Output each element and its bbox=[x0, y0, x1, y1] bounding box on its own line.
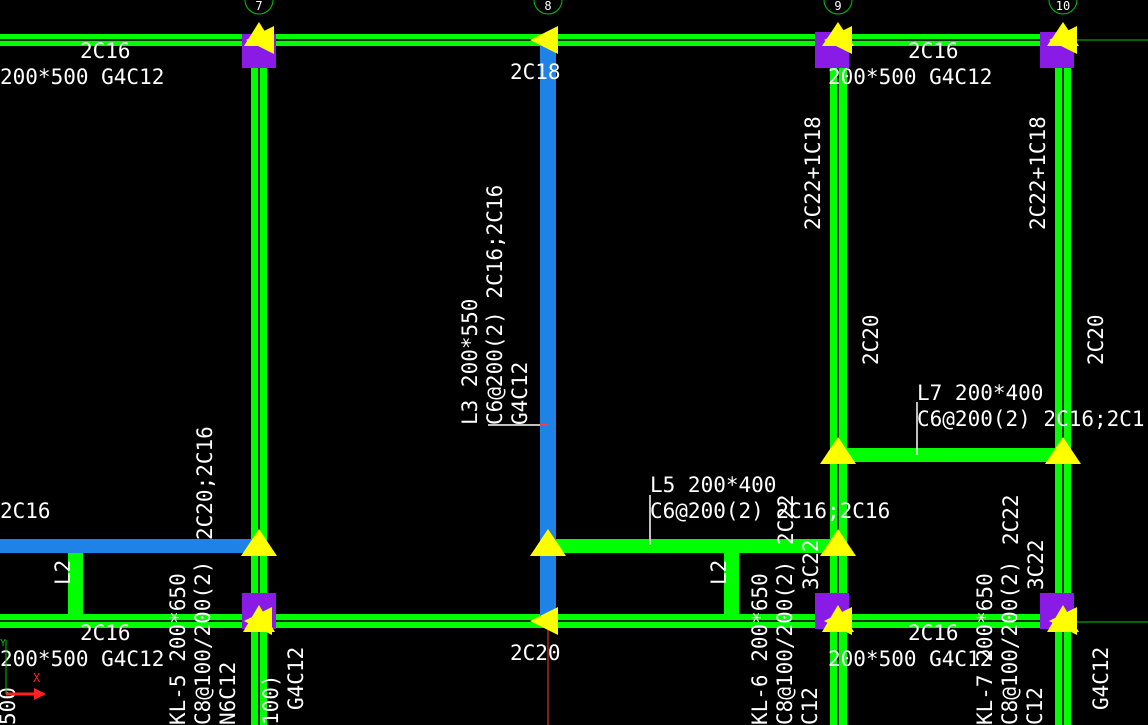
support-marker-icon bbox=[530, 26, 558, 54]
text-axis9-bottom-rebar: 2C16 bbox=[908, 621, 959, 645]
ucs-x-label: X bbox=[33, 671, 41, 685]
support-marker-icon bbox=[820, 529, 856, 556]
axis-bubble-10[interactable] bbox=[1048, 0, 1078, 15]
text-kl5-stirrup: C8@100/200(2) bbox=[191, 561, 215, 725]
text-l2-left: L2 bbox=[51, 560, 75, 585]
support-marker-icon bbox=[241, 529, 277, 556]
support-marker-icon bbox=[824, 607, 852, 635]
text-axis9-bottom-section: 200*500 G4C12 bbox=[828, 647, 992, 671]
beam-l7[interactable] bbox=[840, 448, 1062, 462]
axis-label-7: 7 bbox=[255, 0, 262, 13]
text-bottom-left-rebar: 2C16 bbox=[80, 621, 131, 645]
text-axis10-mid-rebar: 2C20 bbox=[1084, 314, 1108, 365]
text-axis8-top-rebar: 2C18 bbox=[510, 60, 561, 84]
axis-label-10: 10 bbox=[1056, 0, 1070, 13]
text-axis10-top2c22: 2C22 bbox=[999, 494, 1023, 545]
text-kl7: KL-7 200*650 bbox=[973, 573, 997, 725]
text-axis8-bottom-rebar: 2C20 bbox=[510, 641, 561, 665]
axis-bubble-8[interactable] bbox=[533, 0, 563, 15]
vertical-annotations: 2C22+1C18 2C22+1C18 2C20 2C20 L3 200*550… bbox=[0, 116, 1113, 725]
text-left-mid-rebar: 2C16 bbox=[0, 499, 51, 523]
text-axis10-bottom3c22: 3C22 bbox=[1024, 539, 1048, 590]
support-marker-icon bbox=[1049, 26, 1077, 54]
grid-lines bbox=[1070, 39, 1148, 623]
text-kl5: KL-5 200*650 bbox=[166, 573, 190, 725]
beams-blue bbox=[0, 46, 556, 616]
text-l3-torsion: G4C12 bbox=[508, 362, 532, 425]
support-marker-icon bbox=[246, 26, 274, 54]
text-axis7-bottom-g4c12: G4C12 bbox=[284, 647, 308, 710]
support-marker-icon bbox=[1049, 607, 1077, 635]
beam-l2-left[interactable] bbox=[68, 552, 83, 617]
text-kl6-torsion: C12 bbox=[798, 687, 822, 725]
text-l3-title: L3 200*550 bbox=[458, 299, 482, 425]
text-axis9-vertical-rebar: 2C22+1C18 bbox=[801, 116, 825, 230]
ucs-y-label: Y bbox=[0, 638, 6, 649]
support-marker-icon bbox=[244, 607, 272, 635]
axis-bubbles bbox=[244, 0, 1078, 15]
beam-left-blue[interactable] bbox=[0, 539, 253, 553]
text-kl6-stirrup: C8@100/200(2) bbox=[773, 561, 797, 725]
text-top-left-rebar: 2C16 bbox=[80, 39, 131, 63]
axis-bubble-7[interactable] bbox=[244, 0, 274, 15]
text-axis9-mid-rebar: 2C20 bbox=[859, 314, 883, 365]
support-markers bbox=[241, 22, 1081, 635]
ucs-icon: X Y bbox=[0, 638, 46, 700]
text-l5-title: L5 200*400 bbox=[650, 473, 776, 497]
support-marker-icon bbox=[820, 437, 856, 464]
text-axis9-bottom3c22: 3C22 bbox=[799, 539, 823, 590]
axis-label-9: 9 bbox=[834, 0, 841, 13]
text-kl5-torsion: N6C12 bbox=[216, 662, 240, 725]
beam-l3-blue[interactable] bbox=[540, 46, 556, 616]
text-l3-stirrup: C6@200(2) 2C16;2C16 bbox=[483, 185, 507, 425]
support-marker-icon bbox=[824, 26, 852, 54]
leader-lines bbox=[488, 402, 918, 545]
text-left-edge-partial: 500 bbox=[0, 687, 20, 725]
beam-l2-mid[interactable] bbox=[724, 552, 739, 617]
text-top-right-rebar: 2C16 bbox=[908, 39, 959, 63]
text-kl6: KL-6 200*650 bbox=[748, 573, 772, 725]
text-axis9-top2c22: 2C22 bbox=[774, 494, 798, 545]
text-axis10-vertical-rebar: 2C22+1C18 bbox=[1026, 116, 1050, 230]
text-top-left-section: 200*500 G4C12 bbox=[0, 65, 164, 89]
text-axis7-vertical-rebar: 2C20;2C16 bbox=[193, 426, 217, 540]
support-marker-icon bbox=[1045, 437, 1081, 464]
text-axis10-bottom-g4c12: G4C12 bbox=[1089, 647, 1113, 710]
support-marker-icon bbox=[530, 529, 566, 556]
text-l7-title: L7 200*400 bbox=[917, 381, 1043, 405]
support-marker-icon bbox=[530, 607, 558, 635]
axis-bubble-9[interactable] bbox=[823, 0, 853, 15]
beam-l5[interactable] bbox=[548, 539, 838, 553]
text-l5-stirrup: C6@200(2) 2C16;2C16 bbox=[650, 499, 890, 523]
text-l7-stirrup: C6@200(2) 2C16;2C1 bbox=[917, 407, 1145, 431]
axis-label-8: 8 bbox=[544, 0, 551, 13]
text-axis7-bottom-100: 100) bbox=[259, 674, 283, 725]
text-l2-mid: L2 bbox=[707, 560, 731, 585]
text-bottom-left-section: 200*500 G4C12 bbox=[0, 647, 164, 671]
text-kl7-torsion: C12 bbox=[1023, 687, 1047, 725]
text-axis9-section: 200*500 G4C12 bbox=[828, 65, 992, 89]
text-kl7-stirrup: C8@100/200(2) bbox=[998, 561, 1022, 725]
